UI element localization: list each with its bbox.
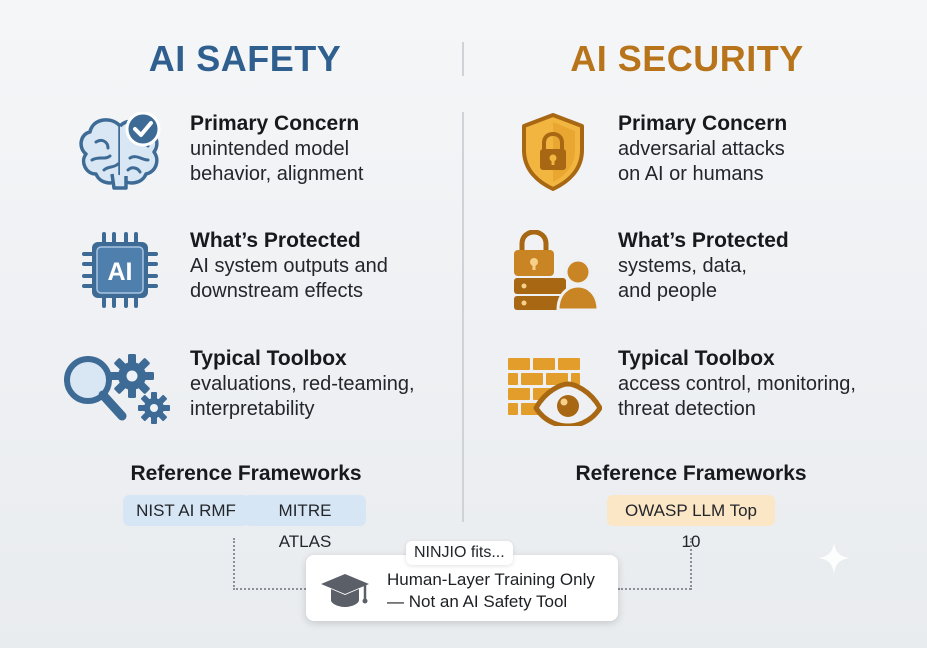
ninjio-callout-text: Human-Layer Training Only — Not an AI Sa… — [387, 570, 595, 611]
safety-row-typical-toolbox: Typical Toolbox evaluations, red-teaming… — [190, 346, 490, 422]
safety-row-primary-concern: Primary Concern unintended model behavio… — [190, 111, 490, 187]
lock-server-user-icon — [510, 230, 598, 312]
safety-typical-toolbox-heading: Typical Toolbox — [190, 347, 347, 370]
security-typical-toolbox-heading: Typical Toolbox — [618, 347, 775, 370]
column-divider — [462, 112, 464, 522]
security-frameworks-title: Reference Frameworks — [575, 462, 807, 485]
column-divider-top — [462, 42, 464, 76]
shield-lock-icon — [520, 112, 586, 192]
security-typical-toolbox-body: access control, monitoring, threat detec… — [618, 373, 856, 420]
framework-chip-owasp-llm-top-10: OWASP LLM Top 10 — [607, 495, 775, 551]
safety-primary-concern-body: unintended model behavior, alignment — [190, 138, 364, 185]
security-whats-protected-heading: What’s Protected — [618, 229, 789, 252]
security-row-whats-protected: What’s Protected systems, data, and peop… — [618, 228, 918, 304]
ai-security-title: AI SECURITY — [570, 38, 804, 79]
safety-primary-concern-heading: Primary Concern — [190, 112, 360, 135]
firewall-eye-icon — [506, 354, 602, 426]
safety-whats-protected-body: AI system outputs and downstream effects — [190, 255, 388, 302]
security-primary-concern-heading: Primary Concern — [618, 112, 788, 135]
graduation-cap-icon — [319, 570, 371, 610]
connector-left-vertical — [233, 538, 235, 590]
security-row-primary-concern: Primary Concern adversarial attacks on A… — [618, 111, 918, 187]
sparkle-icon — [816, 540, 852, 576]
security-whats-protected-body: systems, data, and people — [618, 255, 747, 302]
ai-chip-icon: AI — [80, 230, 160, 310]
safety-frameworks-title: Reference Frameworks — [130, 462, 362, 485]
magnifier-gears-icon — [60, 352, 172, 428]
safety-row-whats-protected: What’s Protected AI system outputs and d… — [190, 228, 490, 304]
connector-right-horizontal — [618, 588, 691, 590]
security-row-typical-toolbox: Typical Toolbox access control, monitori… — [618, 346, 918, 422]
framework-chip-nist-ai-rmf: NIST AI RMF — [123, 495, 249, 526]
connector-right-vertical — [690, 538, 692, 590]
svg-text:AI: AI — [108, 258, 133, 286]
safety-typical-toolbox-body: evaluations, red-teaming, interpretabili… — [190, 373, 415, 420]
security-primary-concern-body: adversarial attacks on AI or humans — [618, 138, 785, 185]
safety-whats-protected-heading: What’s Protected — [190, 229, 361, 252]
ninjio-fits-tag: NINJIO fits... — [406, 541, 513, 565]
brain-check-icon — [78, 112, 164, 190]
ai-safety-title: AI SAFETY — [148, 38, 342, 79]
framework-chip-mitre-atlas: MITRE ATLAS — [244, 495, 366, 551]
connector-left-horizontal — [233, 588, 306, 590]
